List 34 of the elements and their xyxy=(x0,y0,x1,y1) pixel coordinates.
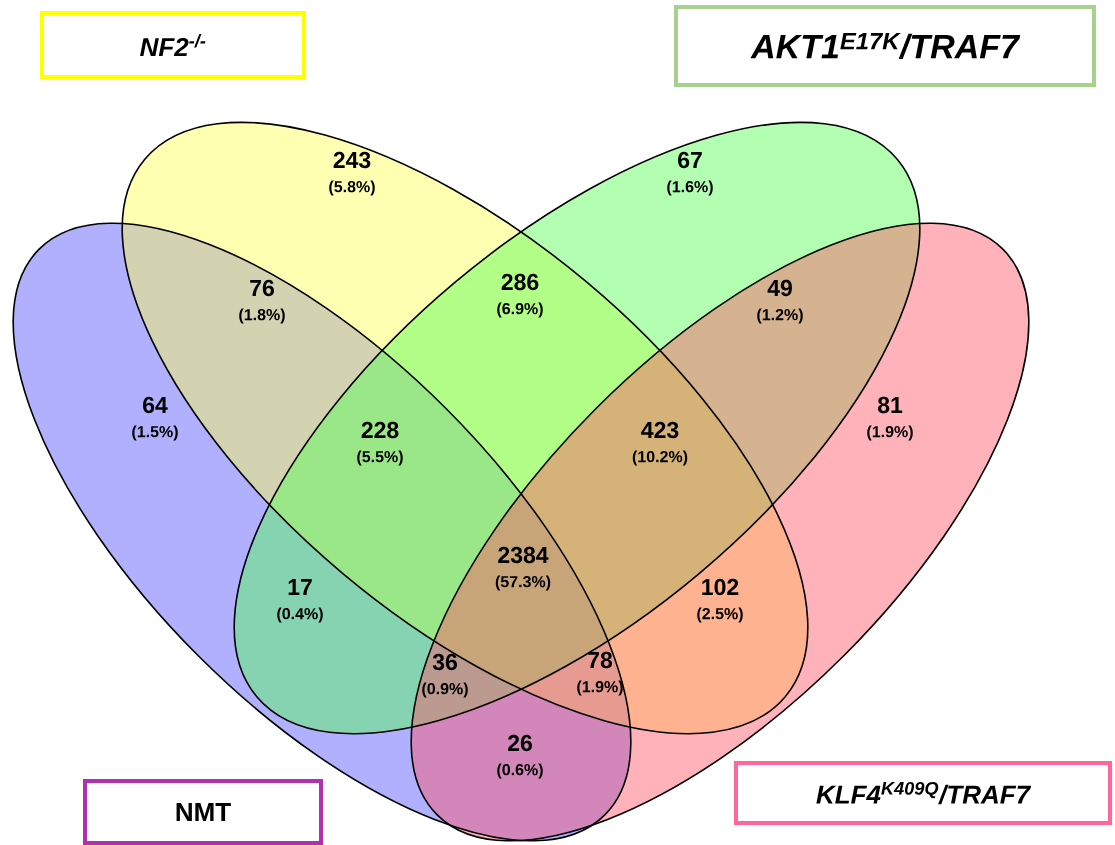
count-label: 49 xyxy=(767,279,792,297)
percent-label: (2.5%) xyxy=(697,607,743,623)
percent-label: (1.8%) xyxy=(239,308,285,324)
percent-label: (6.9%) xyxy=(497,302,543,318)
count-label: 228 xyxy=(361,421,399,439)
count-label: 76 xyxy=(250,279,274,297)
count-label: 286 xyxy=(501,273,539,291)
count-label: 2384 xyxy=(498,546,549,564)
count-label: 423 xyxy=(641,421,679,439)
count-label: 81 xyxy=(877,396,903,414)
percent-label: (1.9%) xyxy=(577,680,623,696)
set-label-box: AKT1$^{E17K}$/TRAF7 xyxy=(674,5,1096,87)
percent-label: (1.2%) xyxy=(757,308,803,324)
percent-label: (1.9%) xyxy=(867,425,913,441)
percent-label: (10.2%) xyxy=(632,450,688,466)
percent-label: (5.8%) xyxy=(329,180,375,196)
count-label: 78 xyxy=(588,651,613,669)
percent-label: (0.4%) xyxy=(277,607,323,623)
set-label-box: KLF4$^{K409Q}$/TRAF7 xyxy=(734,761,1112,825)
percent-label: (0.6%) xyxy=(497,763,543,779)
percent-label: (5.5%) xyxy=(357,450,403,466)
count-label: 243 xyxy=(333,151,371,169)
percent-label: (0.9%) xyxy=(422,682,468,698)
count-label: 17 xyxy=(288,579,312,595)
count-label: 64 xyxy=(143,396,168,414)
set-label-box: NF2$^{-/-}$ xyxy=(40,11,306,79)
count-label: 67 xyxy=(678,151,702,169)
count-label: 36 xyxy=(432,653,457,671)
count-label: 26 xyxy=(508,734,532,752)
count-label: 102 xyxy=(702,578,739,596)
set-label-box: NMT xyxy=(83,779,323,845)
percent-label: (57.3%) xyxy=(495,575,551,591)
percent-label: (1.5%) xyxy=(132,425,178,441)
percent-label: (1.6%) xyxy=(667,180,713,196)
